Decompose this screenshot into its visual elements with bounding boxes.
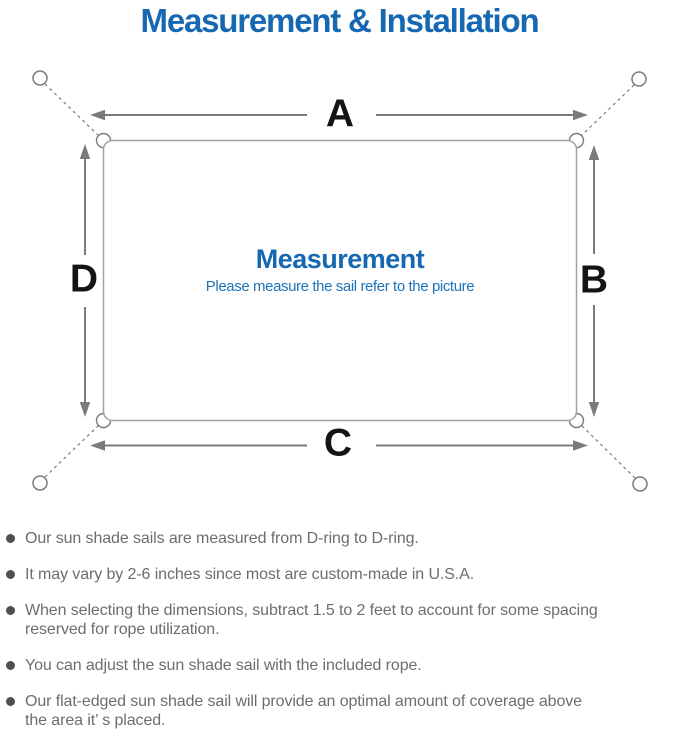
- list-item-text: When selecting the dimensions, subtract …: [25, 601, 598, 639]
- bullet-icon: [6, 534, 15, 543]
- list-item-line: You can adjust the sun shade sail with t…: [25, 657, 422, 674]
- list-item: Our sun shade sails are measured from D-…: [6, 529, 674, 548]
- list-item: Our flat-edged sun shade sail will provi…: [6, 692, 674, 730]
- bullet-icon: [6, 661, 15, 670]
- list-item-line: the area it’ s placed.: [25, 712, 166, 729]
- list-item-line: It may vary by 2-6 inches since most are…: [25, 566, 475, 583]
- list-item-line: When selecting the dimensions, subtract …: [25, 602, 598, 619]
- list-item: You can adjust the sun shade sail with t…: [6, 656, 674, 675]
- list-item-line: Our sun shade sails are measured from D-…: [25, 530, 419, 547]
- diagram-subheading: Please measure the sail refer to the pic…: [205, 278, 475, 295]
- diagram-heading: Measurement: [255, 244, 425, 274]
- rope-line-bottom-right: [579, 423, 636, 479]
- arrow-d-down-head-icon: [79, 402, 91, 417]
- arrow-c-left-head-icon: [90, 440, 105, 451]
- arrow-b-up-head-icon: [588, 145, 600, 160]
- list-item-text: Our flat-edged sun shade sail will provi…: [25, 692, 582, 730]
- instruction-list: Our sun shade sails are measured from D-…: [6, 529, 674, 739]
- bullet-icon: [6, 697, 15, 706]
- anchor-ring-top-left-icon: [32, 70, 48, 86]
- dimension-label-d: D: [69, 257, 99, 301]
- page-title: Measurement & Installation: [140, 2, 540, 39]
- anchor-ring-bottom-left-icon: [32, 475, 48, 491]
- arrow-a-left-head-icon: [90, 109, 105, 121]
- rope-line-bottom-left: [44, 423, 101, 478]
- arrow-c-right-head-icon: [573, 440, 588, 451]
- dimension-label-a: A: [325, 92, 355, 136]
- sail-rectangle: [102, 139, 578, 422]
- anchor-ring-top-right-icon: [631, 71, 647, 87]
- bullet-icon: [6, 606, 15, 615]
- list-item-text: You can adjust the sun shade sail with t…: [25, 656, 422, 675]
- bullet-icon: [6, 570, 15, 579]
- list-item: It may vary by 2-6 inches since most are…: [6, 565, 674, 584]
- list-item-text: Our sun shade sails are measured from D-…: [25, 529, 419, 548]
- list-item-line: Our flat-edged sun shade sail will provi…: [25, 693, 582, 710]
- anchor-ring-bottom-right-icon: [632, 476, 648, 492]
- arrow-a-right-head-icon: [573, 109, 588, 121]
- rope-line-top-left: [44, 83, 101, 138]
- arrow-b-down-head-icon: [588, 402, 600, 417]
- dimension-label-c: C: [323, 421, 353, 465]
- arrow-d-up-head-icon: [79, 144, 91, 159]
- list-item: When selecting the dimensions, subtract …: [6, 601, 674, 639]
- list-item-text: It may vary by 2-6 inches since most are…: [25, 565, 474, 584]
- dimension-label-b: B: [579, 258, 609, 302]
- list-item-line: reserved for rope utilization.: [25, 621, 220, 638]
- rope-line-top-right: [579, 84, 635, 138]
